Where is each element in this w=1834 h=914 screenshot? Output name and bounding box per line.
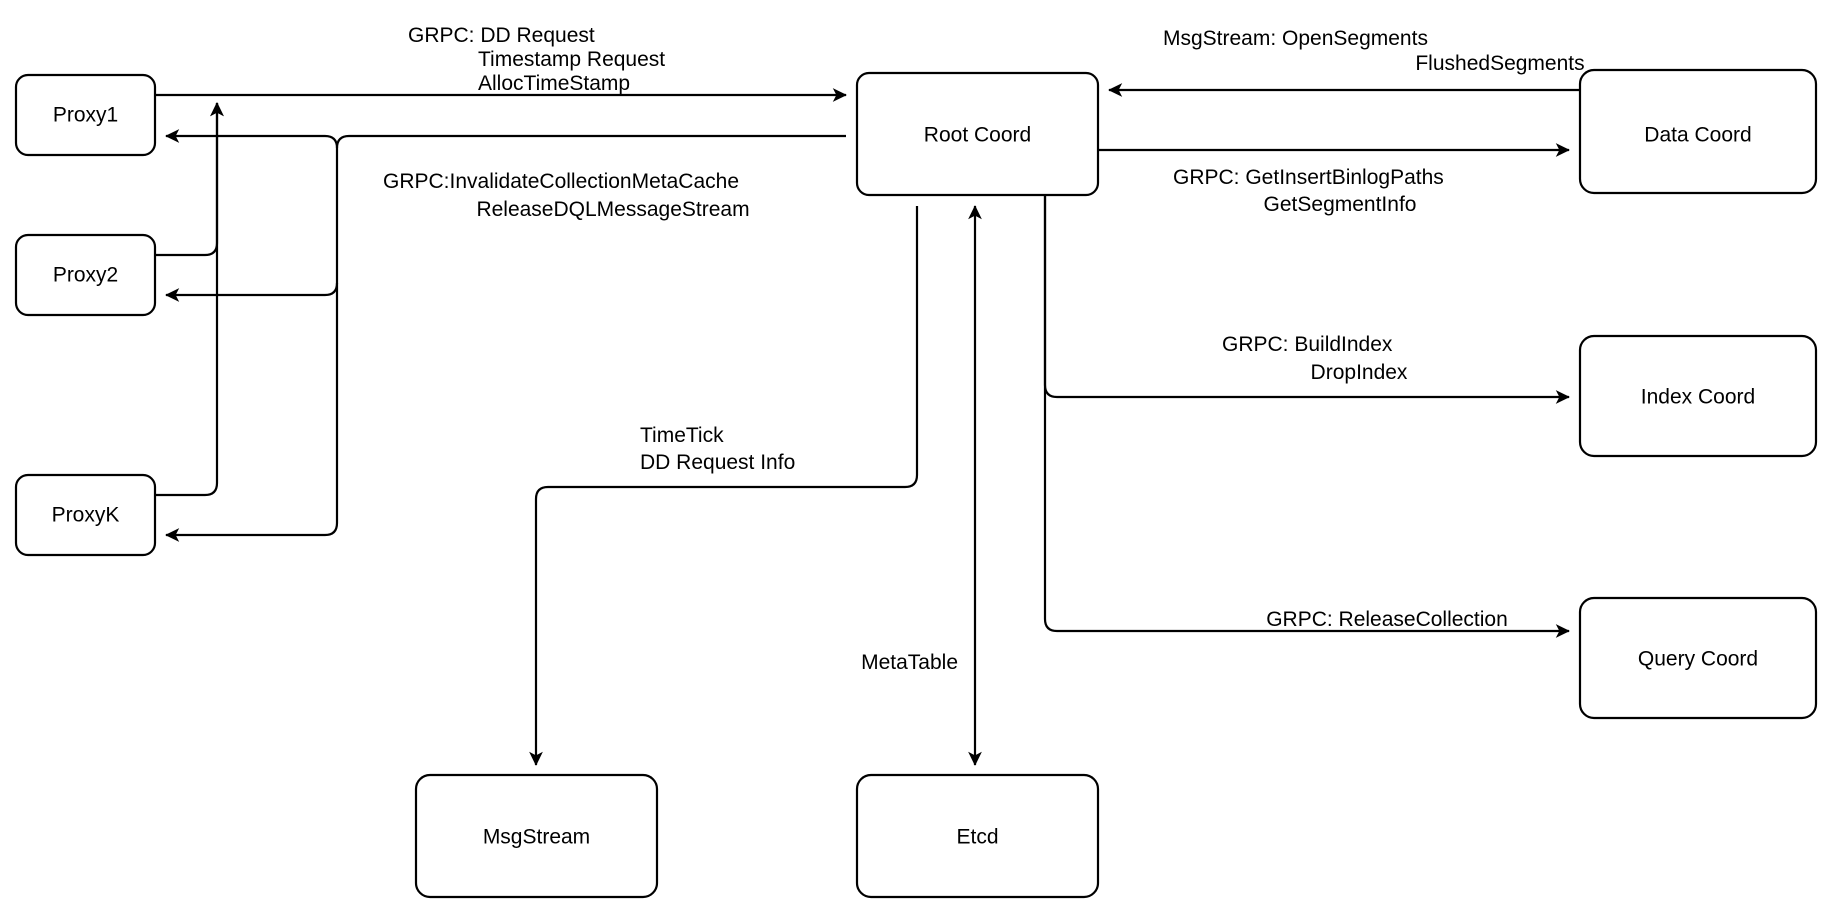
edge-label-line-1: TimeTick	[640, 424, 724, 447]
node-data-coord-label: Data Coord	[1644, 124, 1751, 147]
edge-label-line-2: GetSegmentInfo	[1264, 193, 1417, 216]
edge-label-line-1: MetaTable	[861, 651, 958, 674]
node-data-coord[interactable]: Data Coord	[1578, 68, 1818, 195]
edge-label-root-coord-to-msgstream: TimeTick DD Request Info	[640, 424, 795, 474]
edge-label-root-coord-to-etcd: MetaTable	[861, 651, 958, 674]
node-etcd-label: Etcd	[956, 826, 998, 849]
node-proxyk-box[interactable]	[14, 473, 157, 557]
node-index-coord[interactable]: Index Coord	[1578, 334, 1818, 458]
edge-label-line-1: GRPC: ReleaseCollection	[1266, 608, 1508, 631]
node-msgstream[interactable]: MsgStream	[414, 773, 659, 899]
edge-label-line-1: GRPC:InvalidateCollectionMetaCache	[383, 170, 739, 193]
node-index-coord-box[interactable]	[1578, 334, 1818, 458]
node-index-coord-label: Index Coord	[1641, 386, 1755, 409]
edge-label-root-coord-to-proxies: GRPC:InvalidateCollectionMetaCache Relea…	[383, 170, 750, 221]
node-etcd-box[interactable]	[855, 773, 1100, 899]
node-query-coord-box[interactable]	[1578, 596, 1818, 720]
node-query-coord[interactable]: Query Coord	[1578, 596, 1818, 720]
node-proxyk[interactable]: ProxyK	[14, 473, 157, 557]
edge-proxy2-to-trunk	[155, 102, 224, 257]
node-proxy1-label: Proxy1	[53, 104, 118, 127]
node-data-coord-box[interactable]	[1578, 68, 1818, 195]
edge-label-line-3: AllocTimeStamp	[478, 72, 630, 95]
edge-proxyk-to-trunk	[155, 102, 224, 497]
edge-label-proxy-to-root-coord: GRPC: DD Request Timestamp Request Alloc…	[408, 24, 665, 95]
node-msgstream-label: MsgStream	[483, 826, 590, 849]
edge-root-coord-to-msgstream	[529, 206, 919, 766]
node-proxy2-box[interactable]	[14, 233, 157, 317]
node-root-coord[interactable]: Root Coord	[855, 71, 1100, 197]
edge-label-line-1: GRPC: DD Request	[408, 24, 595, 47]
edge-label-root-coord-to-index-coord: GRPC: BuildIndex DropIndex	[1222, 333, 1408, 384]
node-etcd[interactable]: Etcd	[855, 773, 1100, 899]
edge-label-line-1: MsgStream: OpenSegments	[1163, 27, 1428, 50]
node-proxy1[interactable]: Proxy1	[14, 73, 157, 157]
edge-label-line-2: DD Request Info	[640, 451, 795, 474]
edge-label-line-1: GRPC: BuildIndex	[1222, 333, 1393, 356]
node-proxyk-label: ProxyK	[52, 504, 120, 527]
edge-label-line-2: Timestamp Request	[478, 48, 665, 71]
edge-label-line-1: GRPC: GetInsertBinlogPaths	[1173, 166, 1444, 189]
node-proxy2[interactable]: Proxy2	[14, 233, 157, 317]
edge-label-line-2: ReleaseDQLMessageStream	[476, 198, 749, 221]
node-msgstream-box[interactable]	[414, 773, 659, 899]
edge-label-line-2: DropIndex	[1311, 361, 1408, 384]
node-proxy1-box[interactable]	[14, 73, 157, 157]
node-proxy2-label: Proxy2	[53, 264, 118, 287]
edge-root-coord-to-index-coord	[1043, 195, 1570, 404]
edge-label-line-2: FlushedSegments	[1415, 52, 1584, 75]
edge-root-coord-to-proxies	[165, 129, 846, 542]
edge-label-root-coord-to-data-coord: GRPC: GetInsertBinlogPaths GetSegmentInf…	[1173, 166, 1444, 216]
node-query-coord-label: Query Coord	[1638, 648, 1758, 671]
node-root-coord-box[interactable]	[855, 71, 1100, 197]
node-root-coord-label: Root Coord	[924, 124, 1031, 147]
edge-root-coord-to-query-coord	[1043, 195, 1570, 638]
edge-label-root-coord-to-query-coord: GRPC: ReleaseCollection	[1266, 608, 1508, 631]
edge-label-data-coord-to-root-coord: MsgStream: OpenSegments FlushedSegments	[1163, 27, 1585, 75]
